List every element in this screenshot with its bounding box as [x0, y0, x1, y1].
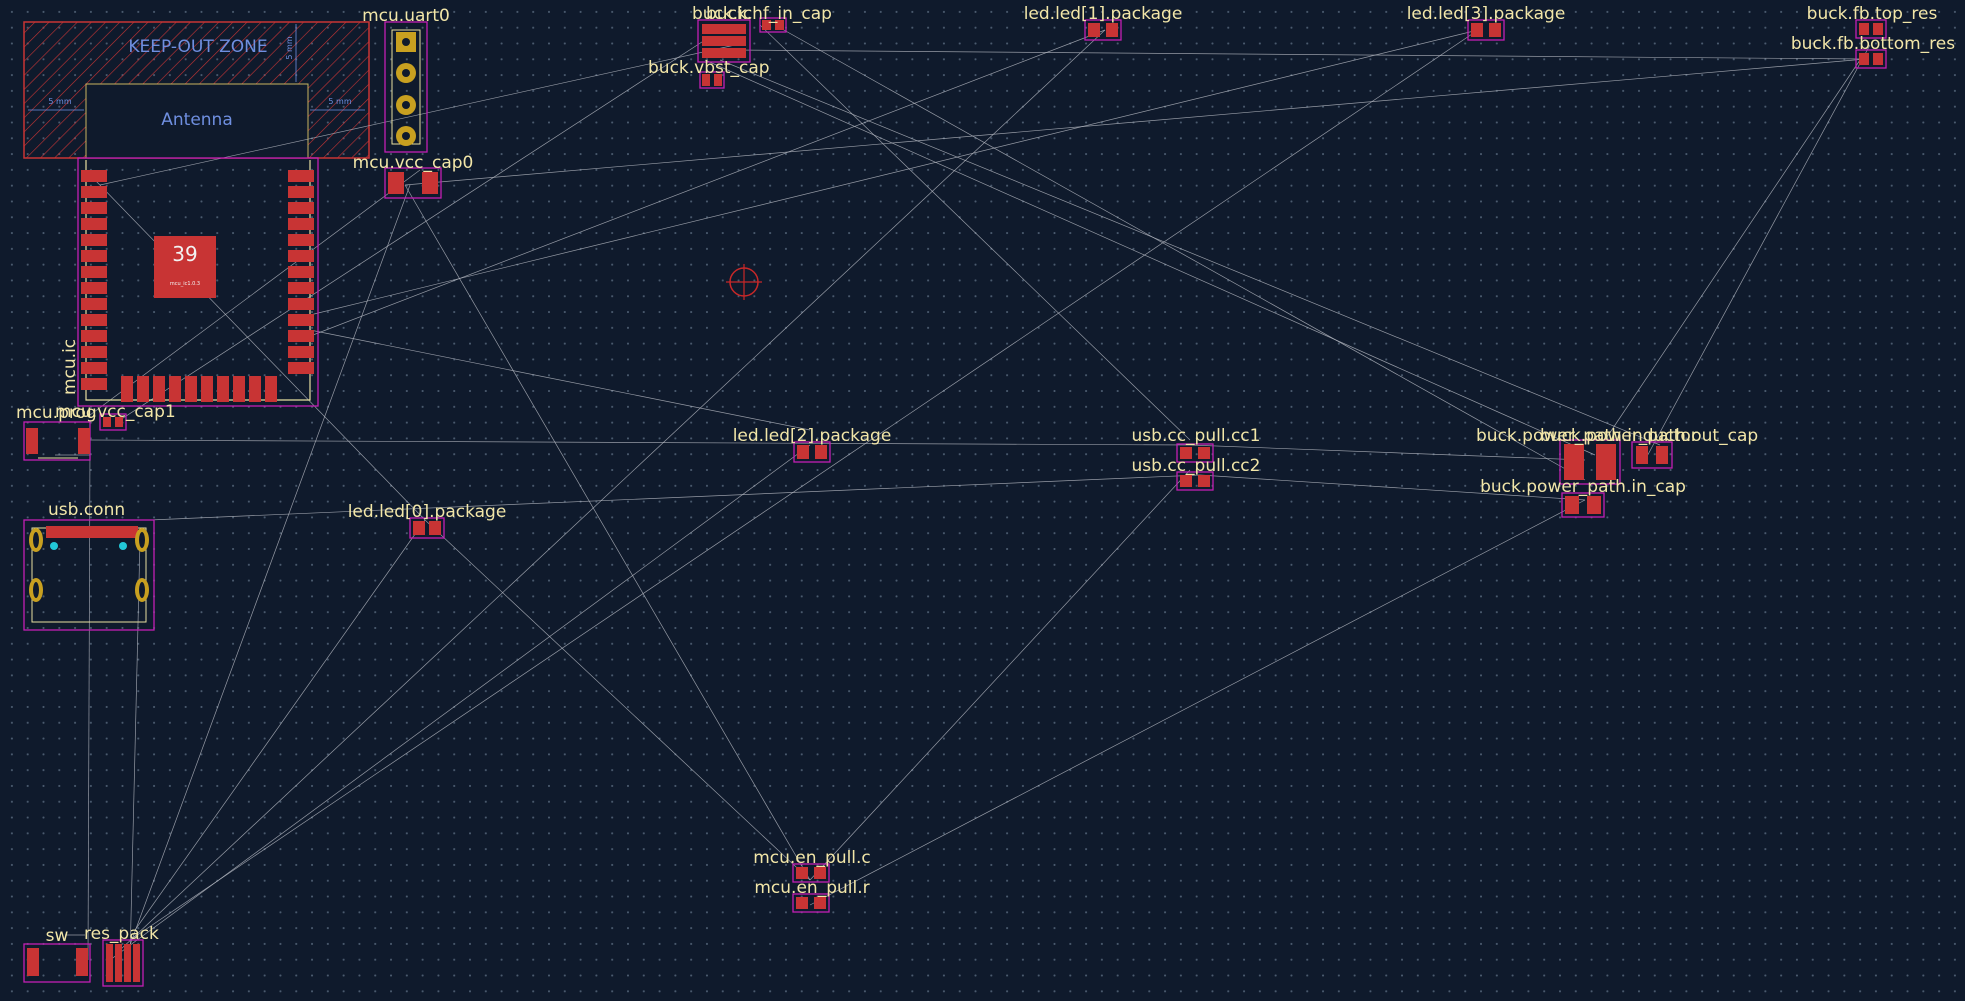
ratsnest — [55, 24, 1871, 961]
thermal-pad-number: 39 — [172, 242, 197, 266]
ref-buck-power-path-inductor: buck.power_path.inductor — [1476, 426, 1698, 446]
ref-res-pack: res_pack — [84, 924, 159, 944]
footprint-buck-power-path-in-cap[interactable]: buck.power_path.in_cap — [1480, 477, 1686, 518]
ref-led3: led.led[3].package — [1407, 4, 1566, 24]
thermal-pad-sub: mcu_ic1.0.3 — [170, 281, 200, 287]
ref-mcu-vcc-cap0: mcu.vcc_cap0 — [353, 153, 474, 173]
footprint-mcu-vcc-cap1[interactable]: mcu.vcc_cap1 — [55, 402, 176, 431]
footprint-led2[interactable]: led.led[2].package — [733, 426, 892, 463]
ref-mcu-ic: mcu.ic — [60, 339, 80, 395]
ref-buck-fb-bottom-res: buck.fb.bottom_res — [1791, 34, 1955, 54]
ref-mcu-prog: mcu.prog — [16, 403, 97, 423]
footprint-mcu-en-pull-c[interactable]: mcu.en_pull.c — [753, 848, 871, 883]
ref-buck-hf-in-cap: buck.hf_in_cap — [706, 4, 832, 24]
dim-top-label: 5 mm — [285, 36, 294, 59]
footprint-mcu-vcc-cap0[interactable]: mcu.vcc_cap0 — [353, 153, 474, 199]
ref-buck-vbst-cap: buck.vbst_cap — [648, 58, 770, 78]
ref-led1: led.led[1].package — [1024, 4, 1183, 24]
crosshair-origin-icon — [726, 264, 762, 300]
footprint-usb-conn[interactable]: usb.conn — [23, 500, 155, 631]
footprint-buck-fb-bottom-res[interactable]: buck.fb.bottom_res — [1791, 34, 1955, 69]
ref-buck-fb-top-res: buck.fb.top_res — [1807, 4, 1938, 24]
keepout-title: KEEP-OUT ZONE — [128, 37, 267, 57]
thermal-pad — [154, 236, 216, 298]
footprint-buck-hf-in-cap[interactable]: buck.hf_in_cap — [706, 4, 832, 33]
footprint-mcu-uart0[interactable]: mcu.uart0 — [362, 6, 450, 153]
footprint-mcu-ic[interactable]: 39 mcu_ic1.0.3 mcu.ic — [60, 157, 319, 407]
ref-mcu-en-pull-r: mcu.en_pull.r — [754, 878, 869, 898]
footprint-mcu-en-pull-r[interactable]: mcu.en_pull.r — [754, 878, 870, 913]
footprint-sw[interactable]: sw — [23, 926, 91, 983]
footprint-usb-cc-pull-cc2[interactable]: usb.cc_pull.cc2 — [1132, 456, 1261, 491]
ref-led2: led.led[2].package — [733, 426, 892, 446]
footprint-buck-power-path-out-cap[interactable]: buck.power_path.out_cap — [1540, 426, 1758, 469]
keepout-zone[interactable]: KEEP-OUT ZONE Antenna 5 mm 5 mm 5 mm — [23, 21, 370, 159]
footprint-usb-cc-pull-cc1[interactable]: usb.cc_pull.cc1 — [1132, 426, 1261, 463]
footprint-buck-vbst-cap[interactable]: buck.vbst_cap — [648, 58, 770, 89]
ref-mcu-uart0: mcu.uart0 — [362, 6, 450, 26]
ref-sw: sw — [46, 926, 69, 946]
dim-left-label: 5 mm — [48, 97, 71, 106]
footprint-mcu-prog[interactable]: mcu.prog — [16, 403, 97, 461]
ref-usb-cc-pull-cc1: usb.cc_pull.cc1 — [1132, 426, 1261, 446]
ref-buck-power-path-in-cap: buck.power_path.in_cap — [1480, 477, 1686, 497]
footprint-led1[interactable]: led.led[1].package — [1024, 4, 1183, 41]
footprint-buck-fb-top-res[interactable]: buck.fb.top_res — [1807, 4, 1938, 39]
ref-mcu-vcc-cap1: mcu.vcc_cap1 — [55, 402, 176, 422]
ref-led0: led.led[0].package — [348, 502, 507, 522]
ref-mcu-en-pull-c: mcu.en_pull.c — [753, 848, 871, 868]
ref-usb-cc-pull-cc2: usb.cc_pull.cc2 — [1132, 456, 1261, 476]
dim-right-label: 5 mm — [328, 97, 351, 106]
antenna-label: Antenna — [161, 110, 233, 130]
ref-buck-ic: buck.ic — [692, 4, 752, 24]
footprint-buck-ic[interactable]: buck.ic — [692, 4, 752, 63]
ref-usb-conn: usb.conn — [48, 500, 125, 520]
footprint-res-pack[interactable]: res_pack — [84, 924, 159, 987]
footprint-led0[interactable]: led.led[0].package — [348, 502, 507, 539]
footprint-buck-power-path-inductor[interactable]: buck.power_path.inductor — [1476, 426, 1698, 485]
ref-buck-power-path-out-cap: buck.power_path.out_cap — [1540, 426, 1758, 446]
footprint-led3[interactable]: led.led[3].package — [1407, 4, 1566, 41]
